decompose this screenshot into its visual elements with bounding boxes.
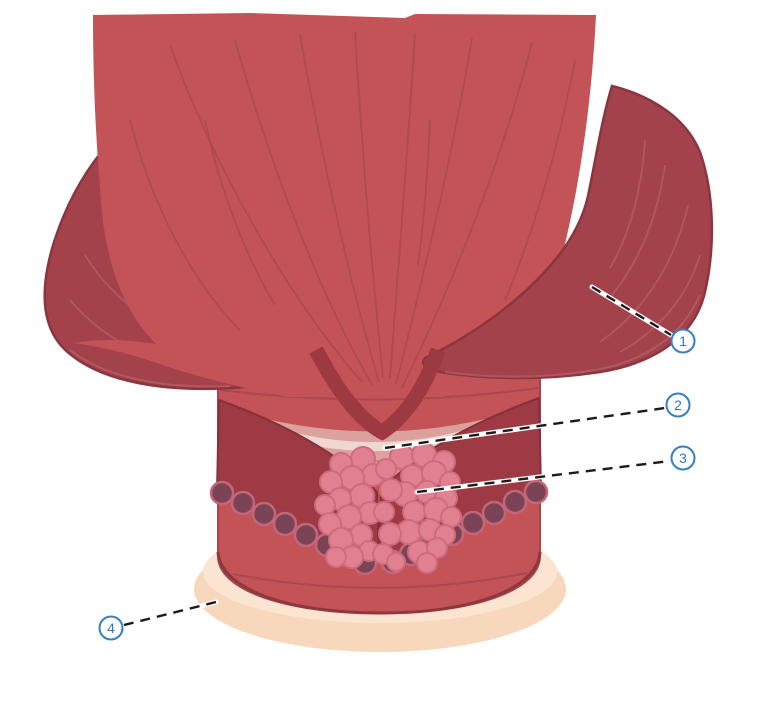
callout-3-number: 3 [679,450,687,466]
canal-bottom-edge [216,551,542,615]
callout-3[interactable]: 3 [414,445,696,495]
callout-4-line-casing [121,599,219,628]
callout-4-marker[interactable] [98,615,124,641]
vascular-cushion-cluster [314,442,462,574]
callout-1[interactable]: 1 [589,284,696,354]
callout-2-number: 2 [674,397,682,413]
funnel-fibers [129,31,576,389]
callout-3-leader-line [416,459,671,494]
callouts: 1 2 3 4 [98,284,696,641]
funnel-tip-flap [309,346,446,441]
callout-2-leader-line [384,406,666,450]
callout-4-number: 4 [107,620,115,636]
funnel-shape [74,13,649,397]
left-wing-edge-highlight [69,349,231,388]
right-wing-fibers [599,139,701,353]
central-funnel-muscle [74,13,649,397]
callout-2-marker[interactable] [665,392,691,418]
callout-1-number: 1 [679,333,687,349]
callout-3-marker[interactable] [670,445,696,471]
right-muscle-wing [421,84,714,380]
callout-2[interactable]: 2 [382,392,691,451]
callout-4[interactable]: 4 [98,599,219,641]
callout-1-leader-line [591,285,672,337]
callout-1-marker[interactable] [670,328,696,354]
